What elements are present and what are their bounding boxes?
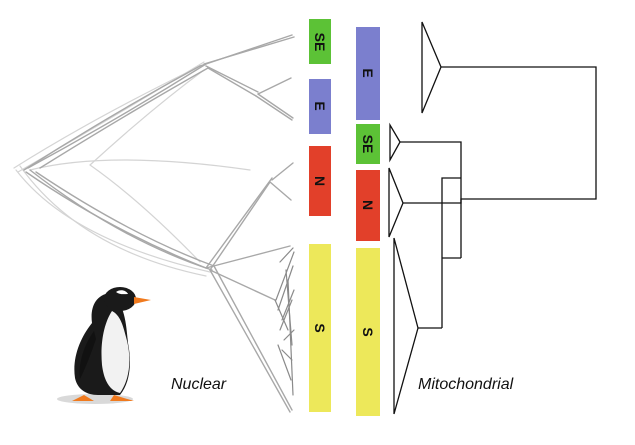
- mito-clade-n-label: N: [360, 200, 376, 210]
- mito-clade-se-box: [356, 124, 380, 164]
- mito-clade-s-label: S: [360, 327, 376, 336]
- nuclear-tree-faint-paths: [13, 61, 251, 277]
- nuclear-clade-n-box: [309, 146, 331, 216]
- mito-branch-se-n: [400, 141, 462, 204]
- nuclear-clade-e-box: [309, 79, 331, 134]
- gentoo-penguin-icon: [57, 287, 151, 404]
- nuclear-label: Nuclear: [171, 376, 227, 393]
- nuclear-s-subtree: [274, 247, 295, 396]
- mito-clade-e-label: E: [360, 68, 376, 77]
- nuclear-clade-se-label: SE: [312, 33, 328, 52]
- nuclear-clade-n-label: N: [312, 176, 328, 186]
- mito-branch-root: [441, 66, 597, 258]
- mitochondrial-label: Mitochondrial: [418, 376, 514, 393]
- mito-clade-n-box: [356, 170, 380, 241]
- mito-branch-sen-s: [441, 177, 461, 328]
- nuclear-clade-s-label: S: [312, 323, 328, 332]
- mito-triangle-se: [389, 122, 401, 163]
- mito-clade-s-box: [356, 248, 380, 416]
- nuclear-clade-se-box: [309, 19, 331, 64]
- mito-triangle-e: [421, 21, 442, 114]
- nuclear-clade-boxes: SE E N S: [309, 19, 331, 412]
- nuclear-tree-main-paths: [23, 34, 295, 413]
- nuclear-tree: [13, 34, 295, 413]
- nuclear-clade-e-label: E: [312, 101, 328, 110]
- mito-triangle-n: [388, 167, 404, 238]
- nuclear-clade-s-box: [309, 244, 331, 412]
- mito-clade-e-box: [356, 27, 380, 120]
- mito-triangle-s: [393, 237, 419, 415]
- mito-tree: [388, 21, 597, 415]
- mito-clade-se-label: SE: [360, 135, 376, 154]
- mito-clade-boxes: E SE N S: [356, 27, 380, 416]
